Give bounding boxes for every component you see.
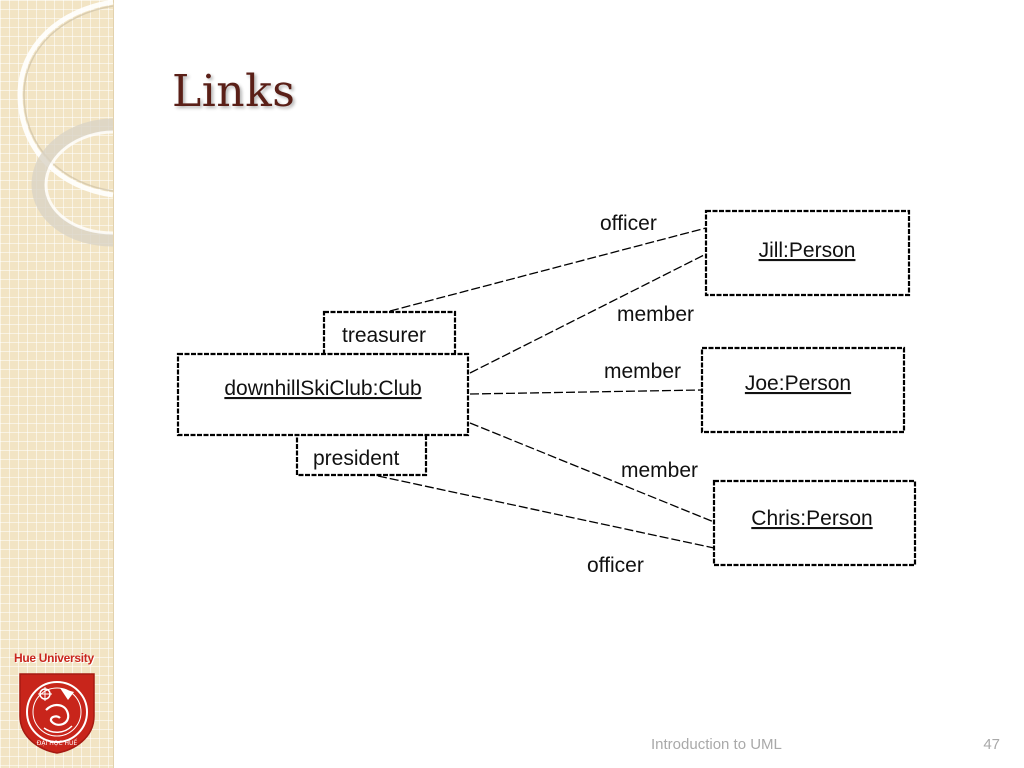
link-chris-member bbox=[469, 422, 715, 523]
joe-member-label: member bbox=[604, 360, 681, 383]
page-number: 47 bbox=[983, 736, 1000, 753]
joe-object-box bbox=[700, 346, 906, 434]
jill-officer-label: officer bbox=[600, 212, 657, 235]
president-role-box bbox=[295, 432, 428, 477]
jill-member-label: member bbox=[617, 303, 694, 326]
link-jill-member bbox=[469, 253, 707, 374]
joe-object-label: Joe:Person bbox=[745, 372, 851, 395]
treasurer-role-box bbox=[322, 310, 457, 357]
chris-object-box bbox=[712, 479, 917, 567]
club-object-label: downhillSkiClub:Club bbox=[224, 377, 421, 400]
jill-object-label: Jill:Person bbox=[759, 239, 856, 262]
link-chris-officer bbox=[377, 475, 715, 549]
university-seal-icon: ĐẠI HỌC HUẾ bbox=[19, 673, 95, 754]
footer-text: Introduction to UML bbox=[651, 736, 782, 753]
seal-text: ĐẠI HỌC HUẾ bbox=[37, 739, 78, 747]
president-label: president bbox=[313, 447, 400, 470]
decorative-rings bbox=[17, 0, 114, 247]
slide-title: Links bbox=[172, 66, 296, 117]
chris-member-label: member bbox=[621, 459, 698, 482]
link-jill-officer bbox=[389, 227, 707, 312]
link-joe-member bbox=[469, 389, 703, 395]
jill-object-box bbox=[704, 209, 911, 297]
university-name: Hue University bbox=[14, 651, 94, 665]
chris-officer-label: officer bbox=[587, 554, 644, 577]
club-object-box bbox=[176, 352, 470, 437]
treasurer-label: treasurer bbox=[342, 324, 426, 347]
chris-object-label: Chris:Person bbox=[751, 507, 872, 530]
